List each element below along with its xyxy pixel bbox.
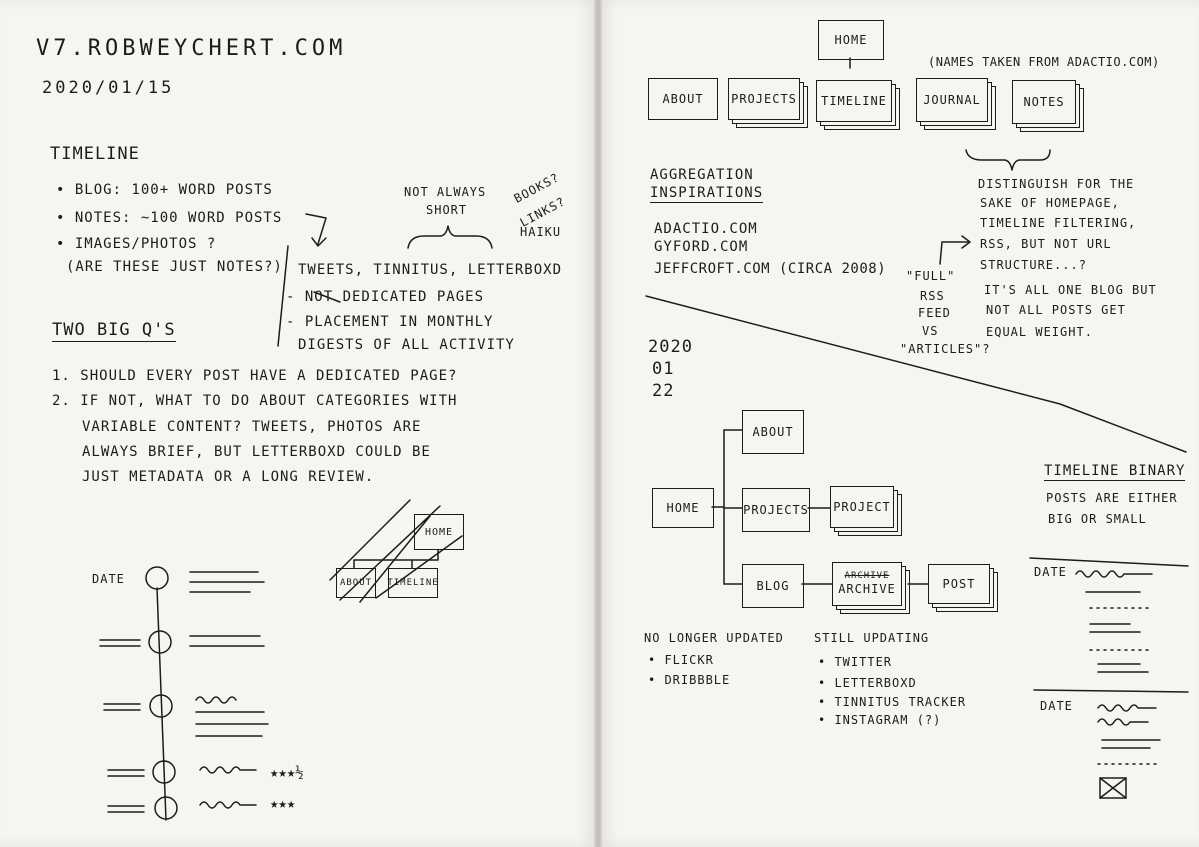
- question-2-line-1: 2. If not, what to do about categories w…: [52, 393, 458, 409]
- bullet-blog: • Blog: 100+ word posts: [56, 182, 273, 198]
- nav-notes-label: Notes: [1023, 95, 1065, 109]
- entry-date: 2020/01/15: [42, 78, 175, 98]
- mini-home-box: Home: [414, 514, 464, 550]
- tree-home-box: Home: [652, 488, 714, 528]
- sub-placement: - placement in monthly: [286, 314, 494, 330]
- rating-three-stars: ★★★: [270, 796, 296, 812]
- mini-home-label: Home: [424, 526, 454, 538]
- still-updating-heading: Still updating: [814, 631, 930, 645]
- distinguish-line-2: sake of homepage,: [980, 196, 1120, 210]
- mini-timeline-box: Timeline: [387, 568, 439, 598]
- bullet-notes: • Notes: ~100 word posts: [56, 210, 283, 226]
- not-always-short-1: not always: [404, 185, 487, 199]
- sub-not-dedicated: - not dedicated pages: [286, 289, 485, 305]
- distinguish-line-4: RSS, but not URL: [980, 237, 1112, 251]
- still-tinnitus: • Tinnitus Tracker: [818, 695, 967, 709]
- full-rss-4: vs: [922, 324, 939, 338]
- tree-archive-struck-label: Archive: [844, 571, 890, 582]
- date2-month: 01: [652, 359, 675, 379]
- binary-date-label-1: Date: [1034, 565, 1067, 579]
- tweets-line: Tweets, Tinnitus, Letterboxd: [298, 262, 563, 278]
- nav-journal-label: Journal: [923, 93, 981, 107]
- left-notebook-page: [0, 0, 596, 847]
- not-always-short-2: short: [426, 203, 468, 217]
- sub-digests: digests of all activity: [298, 337, 515, 353]
- haiku-note: Haiku: [520, 225, 562, 239]
- aggregation-heading-1: Aggregation: [650, 167, 754, 183]
- sketch-date-label: Date: [92, 572, 125, 586]
- tree-archive-box: Archive Archive: [832, 562, 902, 606]
- tree-projects-box: Projects: [742, 488, 810, 532]
- mini-timeline-label: Timeline: [387, 578, 439, 588]
- aggregation-heading-2: Inspirations: [650, 185, 764, 203]
- timeline-binary-text-1: Posts are either: [1046, 491, 1178, 505]
- date2-day: 22: [652, 381, 675, 401]
- notebook-gutter: [594, 0, 602, 847]
- nav-timeline-box: Timeline: [816, 80, 892, 122]
- nav-about-label: About: [662, 92, 704, 106]
- nav-timeline-label: Timeline: [821, 94, 887, 108]
- still-twitter: • Twitter: [818, 655, 893, 669]
- binary-date-label-2: Date: [1040, 699, 1073, 713]
- question-2-line-3: always brief, but Letterboxd could be: [82, 444, 431, 460]
- timeline-binary-text-2: big or small: [1048, 512, 1147, 526]
- question-1: 1. Should every post have a dedicated pa…: [52, 368, 458, 384]
- tree-home-label: Home: [666, 501, 700, 515]
- tree-project-box: Project: [830, 486, 894, 528]
- tree-blog-box: Blog: [742, 564, 804, 608]
- still-instagram: • Instagram (?): [818, 713, 942, 727]
- tree-projects-label: Projects: [743, 503, 809, 517]
- full-rss-5: "Articles"?: [900, 342, 991, 356]
- no-longer-dribbble: • Dribbble: [648, 673, 731, 687]
- tree-post-label: Post: [942, 577, 976, 591]
- nav-journal-box: Journal: [916, 78, 988, 122]
- mini-about-box: About: [336, 568, 376, 598]
- nav-projects-box: Projects: [728, 78, 800, 120]
- timeline-binary-heading: Timeline Binary: [1044, 463, 1186, 481]
- bullet-images-note: (are these just notes?): [66, 259, 283, 275]
- full-rss-1: "Full": [906, 269, 956, 283]
- tree-project-label: Project: [833, 500, 891, 514]
- agg-site-jeffcroft: jeffcroft.com (circa 2008): [654, 261, 887, 277]
- two-big-qs-heading: Two Big Q's: [52, 320, 176, 342]
- agg-site-adactio: adactio.com: [654, 221, 758, 237]
- tree-archive-label: Archive: [838, 582, 896, 597]
- no-longer-updated-heading: No longer updated: [644, 631, 784, 645]
- tree-post-box: Post: [928, 564, 990, 604]
- page-title: v7.robweychert.com: [36, 36, 347, 61]
- full-rss-2: RSS: [920, 289, 945, 303]
- nav-home-box: Home: [818, 20, 884, 60]
- question-2-line-2: variable content? Tweets, photos are: [82, 419, 422, 435]
- date2-year: 2020: [648, 337, 693, 357]
- distinguish-line-5: structure...?: [980, 258, 1087, 272]
- tree-about-box: About: [742, 410, 804, 454]
- one-blog-line-3: equal weight.: [986, 325, 1093, 339]
- still-letterboxd: • Letterboxd: [818, 676, 917, 690]
- one-blog-line-1: It's all one blog but: [984, 283, 1157, 297]
- tree-blog-label: Blog: [756, 579, 790, 593]
- mini-about-label: About: [339, 578, 373, 588]
- question-2-line-4: just metadata or a long review.: [82, 469, 375, 485]
- nav-notes-box: Notes: [1012, 80, 1076, 124]
- tree-about-label: About: [752, 425, 794, 439]
- rating-half-stars: ★★★½: [270, 765, 304, 781]
- nav-projects-label: Projects: [731, 92, 797, 106]
- names-source-note: (names taken from adactio.com): [928, 55, 1160, 69]
- full-rss-3: feed: [918, 306, 951, 320]
- agg-site-gyford: gyford.com: [654, 239, 749, 255]
- bullet-images: • Images/photos ?: [56, 236, 217, 252]
- no-longer-flickr: • Flickr: [648, 653, 714, 667]
- nav-home-label: Home: [834, 33, 868, 47]
- distinguish-line-3: timeline filtering,: [980, 216, 1137, 230]
- timeline-heading: Timeline: [50, 144, 140, 164]
- nav-about-box: About: [648, 78, 718, 120]
- one-blog-line-2: not all posts get: [986, 303, 1126, 317]
- distinguish-line-1: Distinguish for the: [978, 177, 1135, 191]
